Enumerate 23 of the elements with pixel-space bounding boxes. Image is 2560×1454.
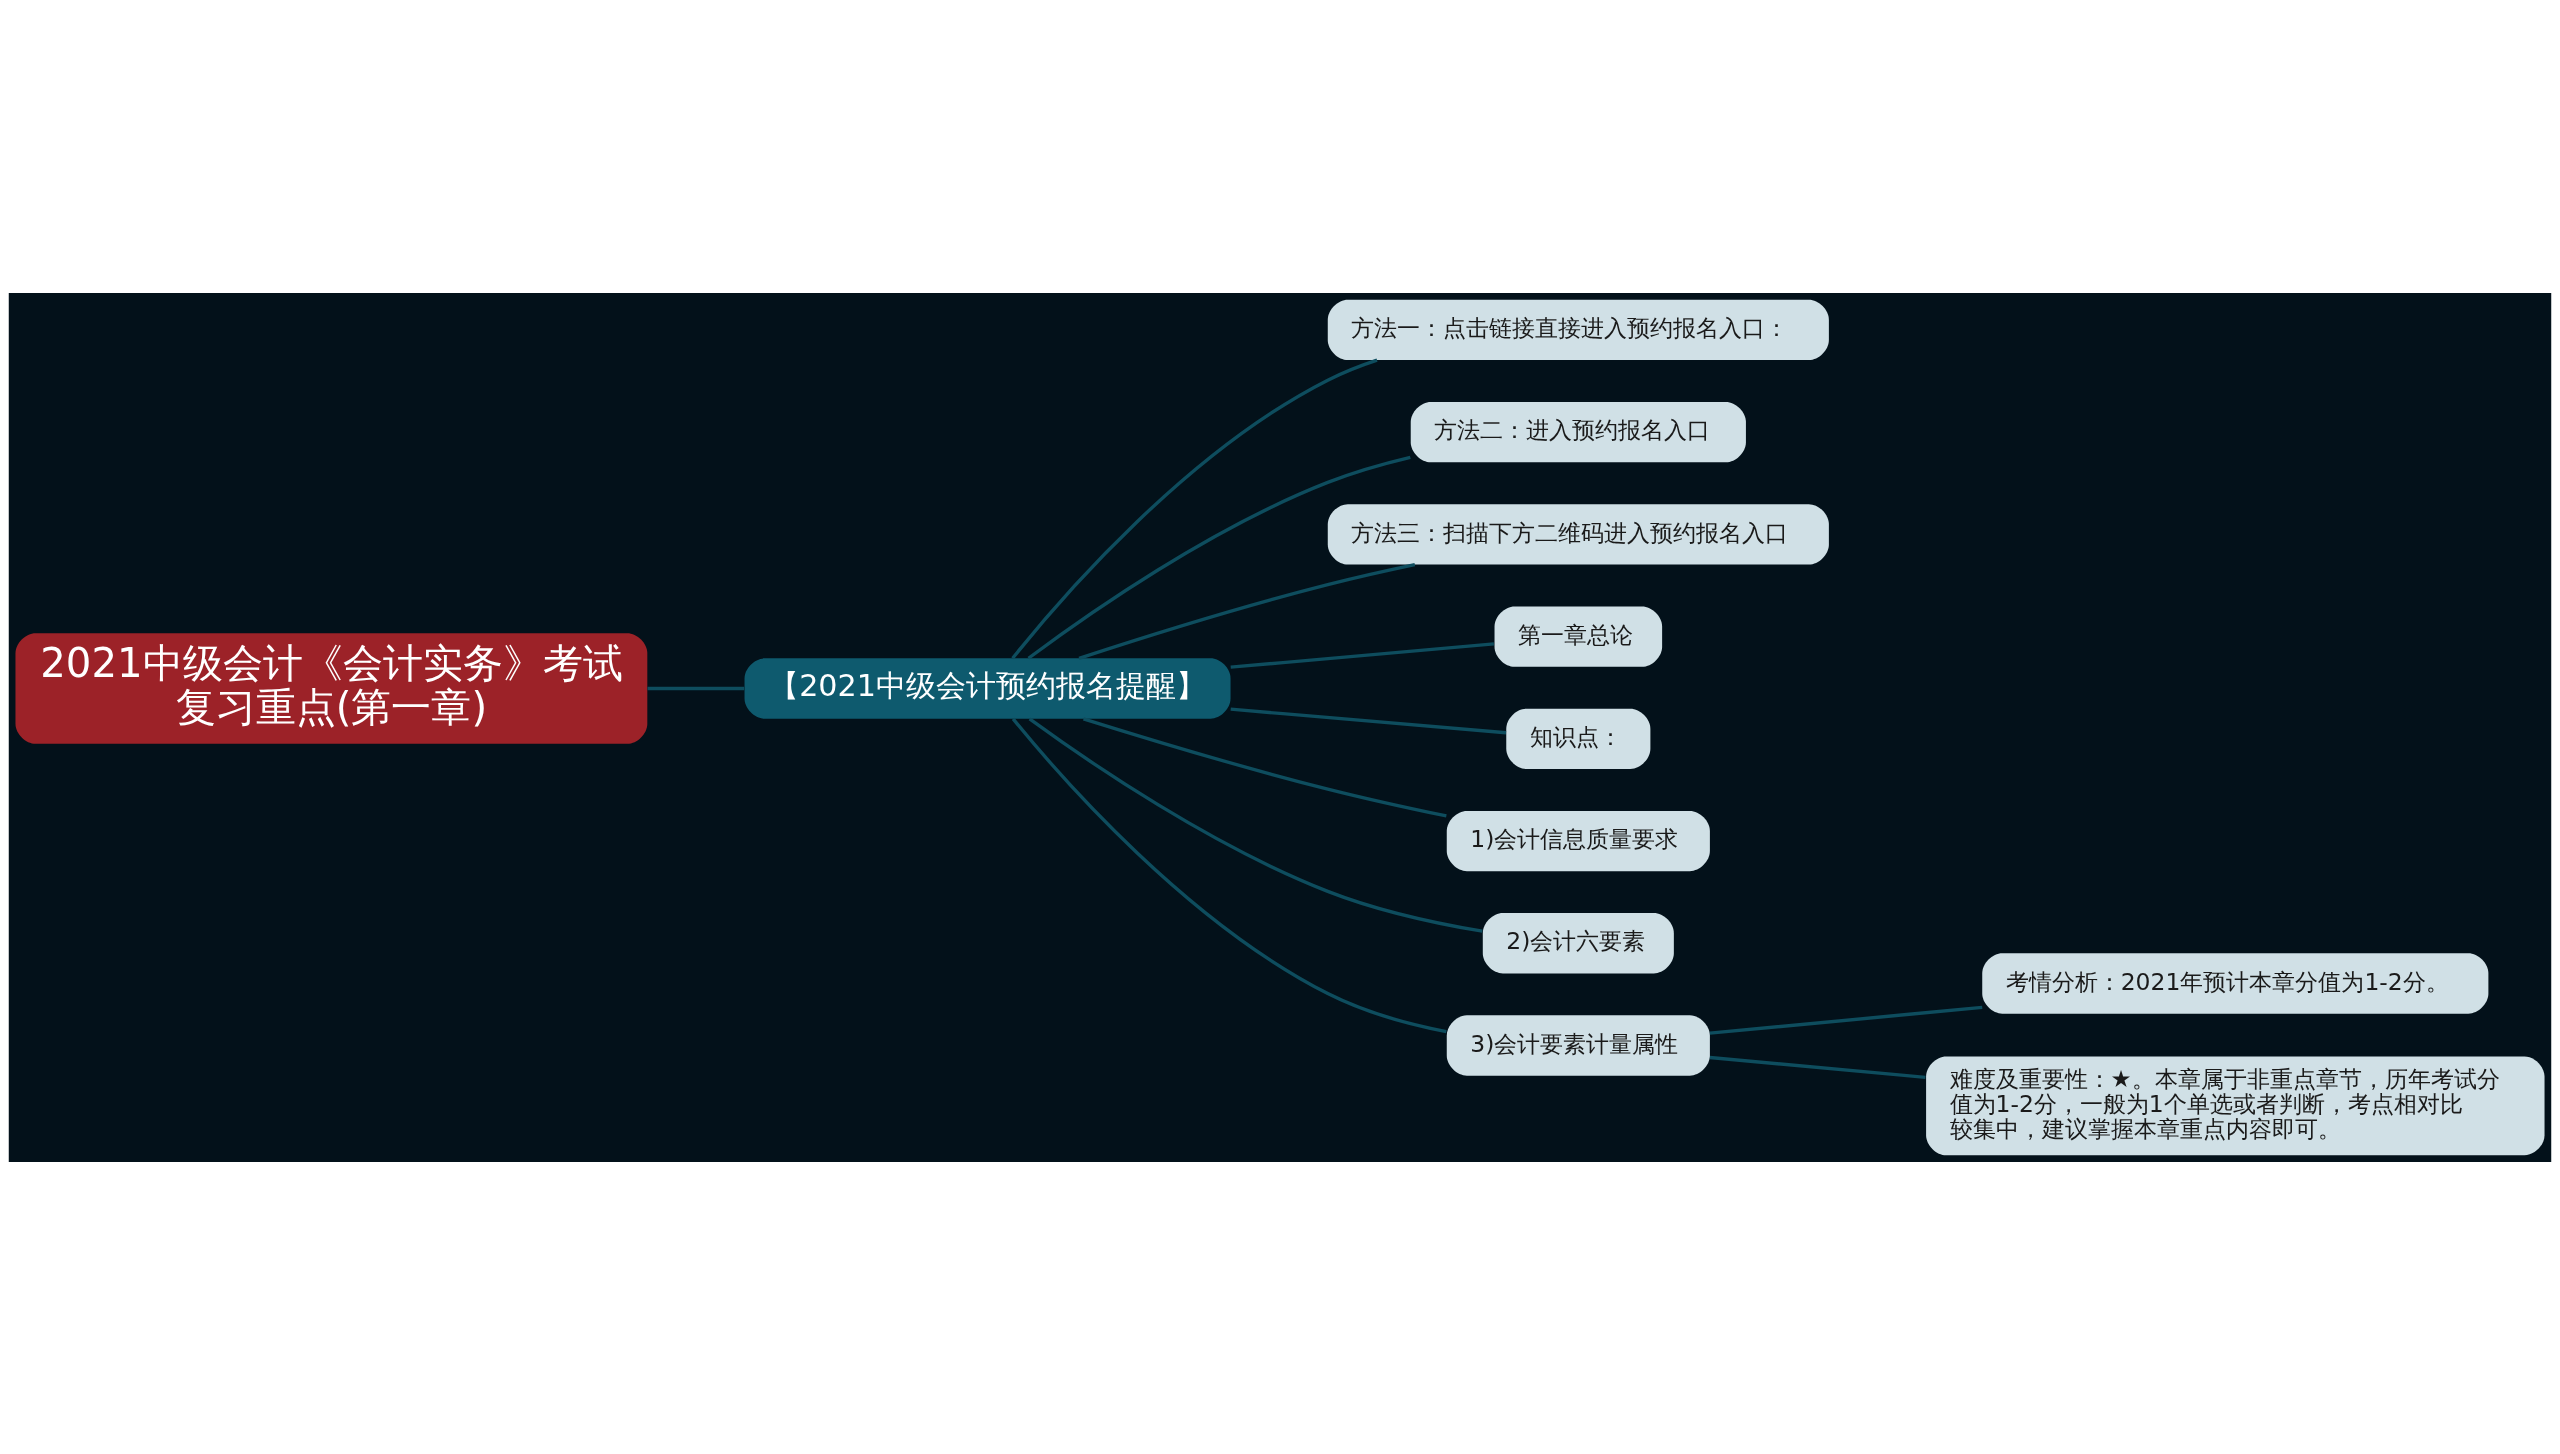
node-box: 难度及重要性：★。本章属于非重点章节，历年考试分值为1-2分，一般为1个单选或者判断，考点相对比较集中，建议掌握本章重点内容即可。 xyxy=(1926,1055,2545,1155)
connector xyxy=(1011,357,1378,659)
node-box: 第一章总论 xyxy=(1494,605,1663,667)
node-box: 【2021中级会计预约报名提醒】 xyxy=(744,657,1231,719)
connector xyxy=(1027,455,1411,660)
connector xyxy=(647,686,745,690)
connector xyxy=(1083,716,1447,818)
connector xyxy=(1709,1005,1983,1035)
connector xyxy=(1028,717,1483,933)
node-box: 方法三：扫描下方二维码进入预约报名入口 xyxy=(1327,503,1829,564)
node-box: 知识点： xyxy=(1506,708,1651,769)
node-box: 2021中级会计《会计实务》考试复习重点(第一章) xyxy=(15,632,648,744)
node-box: 方法一：点击链接直接进入预约报名入口： xyxy=(1327,299,1829,360)
connector xyxy=(1011,717,1447,1033)
connector xyxy=(1078,562,1416,660)
connector xyxy=(1230,641,1495,669)
node-box: 考情分析：2021年预计本章分值为1-2分。 xyxy=(1982,952,2489,1014)
node-box: 方法二：进入预约报名入口 xyxy=(1410,401,1746,462)
connector xyxy=(1709,1055,1926,1079)
connector xyxy=(1230,707,1507,734)
node-box: 1)会计信息质量要求 xyxy=(1446,810,1710,871)
node-box: 3)会计要素计量属性 xyxy=(1446,1014,1710,1076)
node-box: 2)会计六要素 xyxy=(1482,912,1674,973)
